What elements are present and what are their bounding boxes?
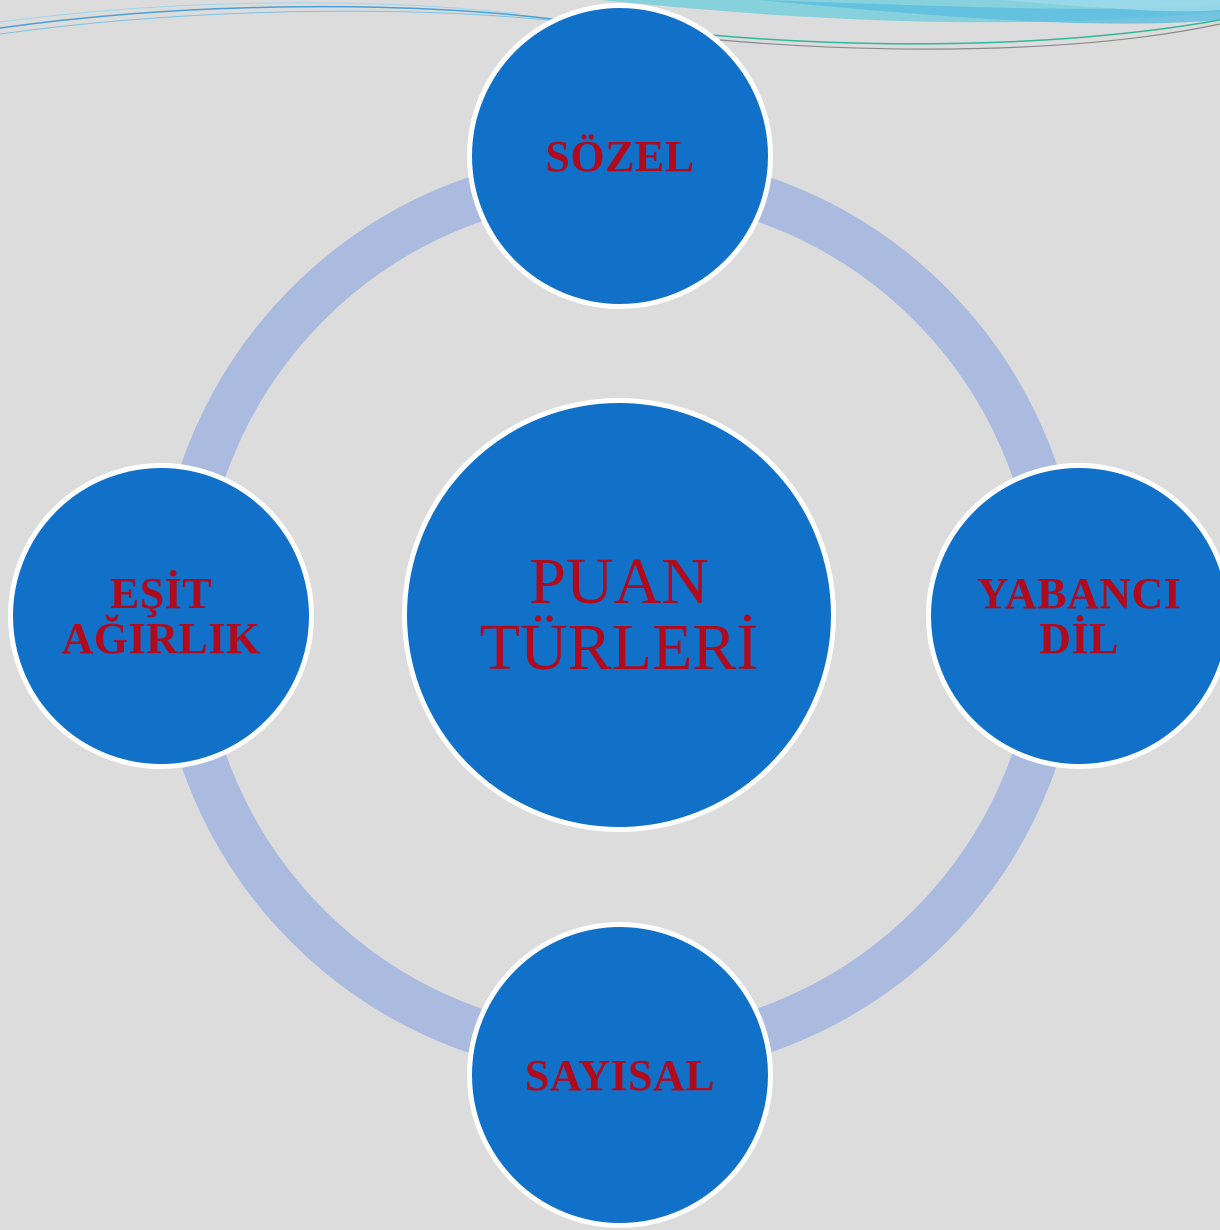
node-label-yabanci-dil-line2: DİL (1039, 614, 1119, 663)
node-label-yabanci-dil: YABANCI DİL (977, 571, 1182, 661)
node-label-esit-agirlik-line2: AĞIRLIK (61, 614, 261, 663)
node-sozel: SÖZEL (467, 3, 773, 309)
center-label-line1: PUAN (529, 545, 709, 618)
node-label-yabanci-dil-line1: YABANCI (976, 569, 1182, 618)
node-label-esit-agirlik: EŞİT AĞIRLIK (61, 571, 260, 661)
node-label-sayisal: SAYISAL (524, 1050, 716, 1100)
node-label-esit-agirlik-line1: EŞİT (109, 569, 213, 618)
decorative-swoosh (0, 0, 1220, 50)
center-label: PUAN TÜRLERİ (480, 549, 759, 681)
node-label-sozel: SÖZEL (545, 131, 695, 181)
node-puan-turleri: PUAN TÜRLERİ (402, 398, 836, 832)
node-sayisal: SAYISAL (467, 922, 773, 1228)
node-yabanci-dil: YABANCI DİL (926, 463, 1220, 769)
node-esit-agirlik: EŞİT AĞIRLIK (8, 463, 314, 769)
center-label-line2: TÜRLERİ (479, 611, 759, 684)
